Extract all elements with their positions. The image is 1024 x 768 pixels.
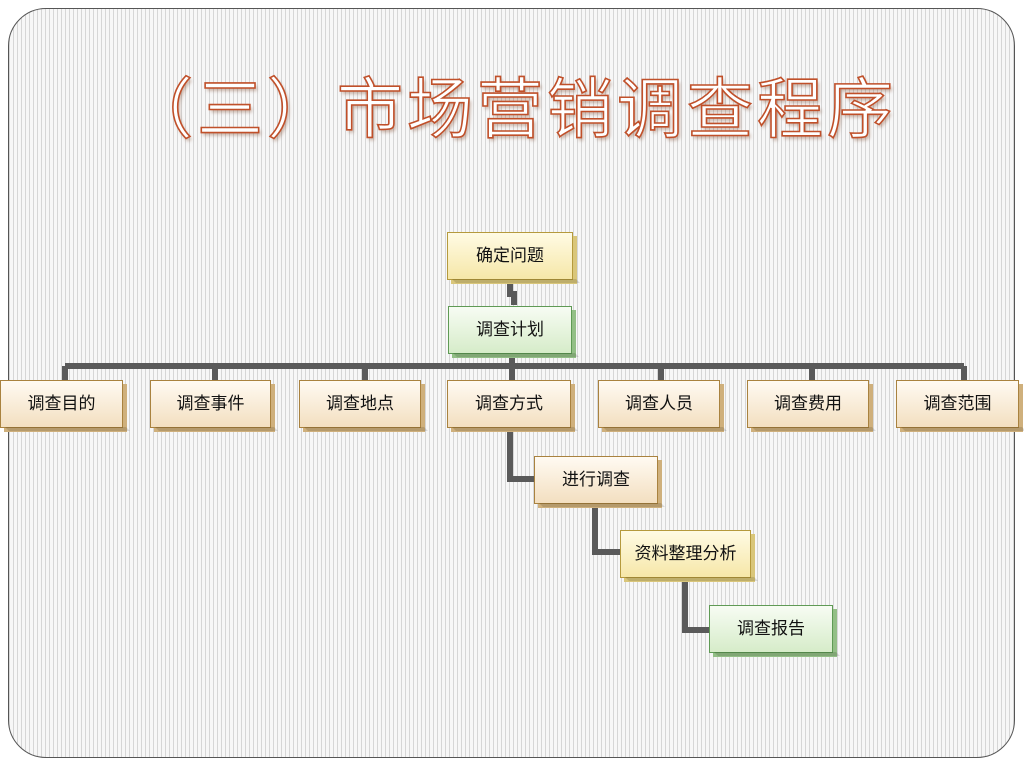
node-survey-event: 调查事件: [150, 380, 271, 428]
node-survey-scope: 调查范围: [896, 380, 1019, 428]
connector-root-plan: [507, 282, 517, 305]
node-survey-location: 调查地点: [299, 380, 421, 428]
connector-conduct-analyze: [592, 502, 621, 555]
node-survey-staff: 调查人员: [598, 380, 720, 428]
node-data-analysis: 资料整理分析: [620, 530, 751, 578]
connector-analyze-report: [682, 578, 709, 633]
node-define-problem: 确定问题: [447, 232, 573, 280]
slide-title: （三）市场营销调查程序: [126, 70, 897, 149]
node-survey-purpose: 调查目的: [0, 380, 123, 428]
node-conduct-survey: 进行调查: [534, 456, 658, 504]
node-survey-plan: 调查计划: [448, 306, 572, 354]
node-survey-method: 调查方式: [447, 380, 571, 428]
connector-method-conduct: [507, 428, 534, 482]
node-survey-cost: 调查费用: [747, 380, 869, 428]
node-survey-report: 调查报告: [709, 605, 833, 653]
